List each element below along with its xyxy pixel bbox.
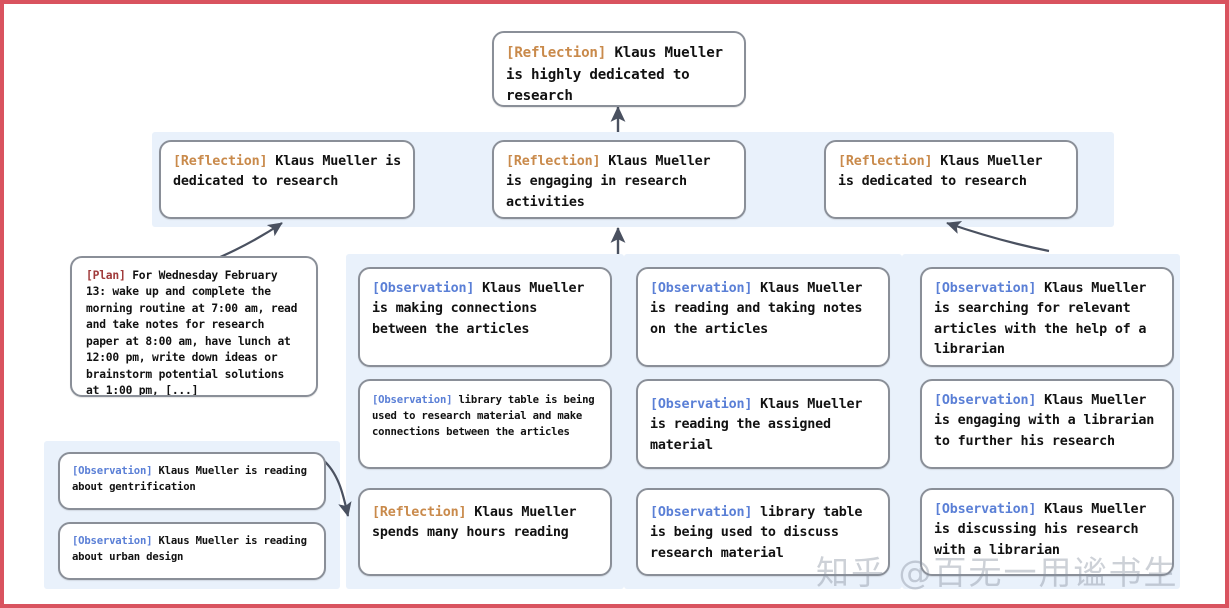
tag-reflection: [Reflection] bbox=[173, 154, 268, 169]
node-body-text: library table is being used to research … bbox=[372, 394, 595, 439]
node-body-text: Klaus Mueller is discussing his research… bbox=[934, 502, 1147, 558]
node-column-a-3[interactable]: [Reflection] Klaus Mueller spends many h… bbox=[358, 488, 612, 576]
tag-observation: [Observation] bbox=[372, 394, 453, 406]
node-level2-middle[interactable]: [Reflection] Klaus Mueller is engaging i… bbox=[492, 140, 746, 219]
node-left-observation-2[interactable]: [Observation] Klaus Mueller is reading a… bbox=[58, 522, 326, 580]
node-text: [Reflection] Klaus Mueller is dedicated … bbox=[826, 142, 1076, 203]
node-text: [Observation] Klaus Mueller is making co… bbox=[360, 269, 610, 350]
node-column-b-3[interactable]: [Observation] library table is being use… bbox=[636, 488, 890, 576]
node-column-a-2[interactable]: [Observation] library table is being use… bbox=[358, 379, 612, 469]
tag-plan: [Plan] bbox=[86, 269, 126, 282]
node-text: [Reflection] Klaus Mueller is highly ded… bbox=[494, 33, 744, 105]
node-body-text: Klaus Mueller is dedicated to research bbox=[173, 154, 401, 190]
tag-observation: [Observation] bbox=[934, 281, 1037, 296]
node-column-c-1[interactable]: [Observation] Klaus Mueller is searching… bbox=[920, 267, 1174, 367]
node-body-text: Klaus Mueller is highly dedicated to res… bbox=[506, 45, 723, 105]
node-body-text: Klaus Mueller is reading about gentrific… bbox=[72, 465, 307, 494]
node-left-observation-1[interactable]: [Observation] Klaus Mueller is reading a… bbox=[58, 452, 326, 510]
node-column-c-2[interactable]: [Observation] Klaus Mueller is engaging … bbox=[920, 379, 1174, 469]
tag-observation: [Observation] bbox=[934, 393, 1037, 408]
node-text: [Observation] Klaus Mueller is reading a… bbox=[60, 524, 324, 574]
node-body-text: Klaus Mueller is engaging with a librari… bbox=[934, 393, 1155, 449]
node-column-c-3[interactable]: [Observation] Klaus Mueller is discussin… bbox=[920, 488, 1174, 576]
node-level2-left[interactable]: [Reflection] Klaus Mueller is dedicated … bbox=[159, 140, 415, 219]
tag-observation: [Observation] bbox=[650, 281, 753, 296]
tag-reflection: [Reflection] bbox=[838, 154, 933, 169]
node-text: [Observation] Klaus Mueller is engaging … bbox=[922, 381, 1172, 462]
node-body-text: Klaus Mueller is dedicated to research bbox=[838, 154, 1043, 190]
node-text: [Reflection] Klaus Mueller is engaging i… bbox=[494, 142, 744, 217]
node-body-text: Klaus Mueller is reading about urban des… bbox=[72, 535, 307, 564]
node-plan[interactable]: [Plan] For Wednesday February 13: wake u… bbox=[70, 256, 318, 397]
tag-observation: [Observation] bbox=[650, 397, 753, 412]
tag-reflection: [Reflection] bbox=[506, 154, 601, 169]
node-column-b-1[interactable]: [Observation] Klaus Mueller is reading a… bbox=[636, 267, 890, 367]
tag-observation: [Observation] bbox=[372, 281, 475, 296]
node-body-text: Klaus Mueller spends many hours reading bbox=[372, 505, 577, 541]
tag-observation: [Observation] bbox=[72, 535, 153, 547]
node-text: [Observation] Klaus Mueller is discussin… bbox=[922, 490, 1172, 571]
tag-reflection: [Reflection] bbox=[506, 45, 607, 61]
node-column-a-1[interactable]: [Observation] Klaus Mueller is making co… bbox=[358, 267, 612, 367]
node-text: [Reflection] Klaus Mueller is dedicated … bbox=[161, 142, 413, 203]
node-text: [Observation] library table is being use… bbox=[360, 381, 610, 451]
tag-observation: [Observation] bbox=[650, 505, 753, 520]
node-text: [Reflection] Klaus Mueller spends many h… bbox=[360, 490, 610, 557]
tag-reflection: [Reflection] bbox=[372, 505, 467, 520]
node-text: [Observation] Klaus Mueller is reading a… bbox=[638, 269, 888, 350]
node-text: [Observation] Klaus Mueller is reading t… bbox=[638, 381, 888, 467]
tag-observation: [Observation] bbox=[934, 502, 1037, 517]
node-text: [Observation] library table is being use… bbox=[638, 490, 888, 574]
node-body-text: Klaus Mueller is engaging in research ac… bbox=[506, 154, 711, 210]
node-body-text: Klaus Mueller is making connections betw… bbox=[372, 281, 585, 337]
node-text: [Observation] Klaus Mueller is reading a… bbox=[60, 454, 324, 504]
node-root-reflection[interactable]: [Reflection] Klaus Mueller is highly ded… bbox=[492, 31, 746, 107]
node-column-b-2[interactable]: [Observation] Klaus Mueller is reading t… bbox=[636, 379, 890, 469]
node-text: [Observation] Klaus Mueller is searching… bbox=[922, 269, 1172, 365]
node-body-text: Klaus Mueller is reading and taking note… bbox=[650, 281, 863, 337]
node-body-text: Klaus Mueller is reading the assigned ma… bbox=[650, 397, 863, 453]
node-body-text: Klaus Mueller is searching for relevant … bbox=[934, 281, 1147, 358]
node-text: [Plan] For Wednesday February 13: wake u… bbox=[72, 258, 316, 397]
node-level2-right[interactable]: [Reflection] Klaus Mueller is dedicated … bbox=[824, 140, 1078, 219]
node-body-text: library table is being used to discuss r… bbox=[650, 505, 863, 561]
node-body-text: For Wednesday February 13: wake up and c… bbox=[86, 269, 298, 397]
tag-observation: [Observation] bbox=[72, 465, 153, 477]
